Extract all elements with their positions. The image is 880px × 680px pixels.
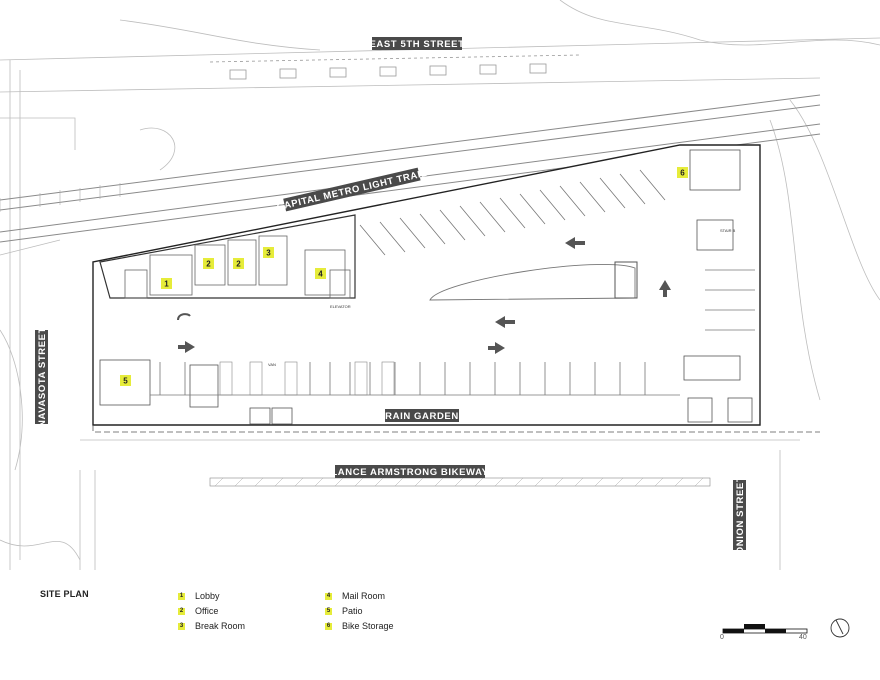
building-footprint: [99, 214, 356, 299]
svg-text:1: 1: [164, 280, 169, 289]
legend-label: Patio: [342, 606, 363, 616]
island-structure: [614, 261, 638, 299]
street-east-5th: EAST 5TH STREET: [369, 37, 464, 50]
legend-item: 3 Break Room: [178, 619, 245, 633]
legend-column-1: 1 Lobby 2 Office 3 Break Room: [178, 589, 245, 634]
legend-label: Lobby: [195, 591, 220, 601]
rail-ties: [0, 183, 121, 212]
legend-item: 2 Office: [178, 604, 245, 618]
svg-text:NAVASOTA STREET: NAVASOTA STREET: [37, 327, 48, 427]
legend-label: Office: [195, 606, 219, 616]
legend-item: 5 Patio: [325, 604, 394, 618]
legend-label: Break Room: [195, 621, 246, 631]
scale-end-label: 40: [799, 634, 807, 641]
svg-text:4: 4: [318, 270, 323, 279]
stair-label: STAIR B: [720, 228, 736, 233]
svg-text:ONION STREET: ONION STREET: [735, 476, 746, 554]
site-boundary: [92, 144, 761, 426]
room-marker-patio: 5: [120, 375, 131, 386]
parking-stalls: [150, 169, 755, 396]
room-marker-lobby: 1: [161, 278, 172, 289]
room-marker-office-b: 2: [233, 258, 244, 269]
bikeway-hatch: [214, 477, 704, 487]
legend-swatch: 2: [178, 607, 185, 615]
svg-text:2: 2: [206, 260, 211, 269]
legend-swatch: 6: [325, 622, 332, 630]
street-onion: ONION STREET: [733, 476, 746, 554]
parking-island: [429, 263, 636, 301]
svg-text:LANCE ARMSTRONG BIKEWAY: LANCE ARMSTRONG BIKEWAY: [331, 467, 488, 478]
street-navasota: NAVASOTA STREET: [35, 327, 48, 427]
context-linework: [0, 0, 880, 570]
north-arrow-icon: [830, 618, 850, 638]
property-line: [92, 425, 820, 433]
legend-column-2: 4 Mail Room 5 Patio 6 Bike Storage: [325, 589, 394, 634]
bikeway-edge: [209, 477, 711, 487]
legend-label: Mail Room: [342, 591, 386, 601]
svg-text:3: 3: [266, 249, 271, 258]
svg-text:RAIN GARDEN: RAIN GARDEN: [385, 411, 459, 422]
svg-text:2: 2: [236, 260, 241, 269]
street-lance-armstrong: LANCE ARMSTRONG BIKEWAY: [331, 465, 488, 478]
room-marker-mail-room: 4: [315, 268, 326, 279]
accessible-stalls: [219, 361, 395, 396]
scale-start-label: 0: [720, 634, 724, 641]
room-marker-office-a: 2: [203, 258, 214, 269]
legend-item: 6 Bike Storage: [325, 619, 394, 633]
svg-text:5: 5: [123, 377, 128, 386]
room-marker-break-room: 3: [263, 247, 274, 258]
room-marker-bike-storage: 6: [677, 167, 688, 178]
svg-text:EAST 5TH STREET: EAST 5TH STREET: [369, 39, 464, 50]
elevator-label: ELEVATOR: [330, 304, 351, 309]
scale-bar: [722, 624, 808, 634]
legend-swatch: 3: [178, 622, 185, 630]
van-label: VAN: [268, 362, 276, 367]
lower-building: [99, 149, 753, 425]
legend-title: SITE PLAN: [40, 589, 89, 599]
legend-item: 1 Lobby: [178, 589, 245, 603]
building-rooms: [124, 235, 351, 299]
svg-text:6: 6: [680, 169, 685, 178]
legend-swatch: 5: [325, 607, 332, 615]
legend-item: 4 Mail Room: [325, 589, 394, 603]
legend-swatch: 4: [325, 592, 332, 600]
legend-label: Bike Storage: [342, 621, 394, 631]
legend-swatch: 1: [178, 592, 185, 600]
label-rain-garden: RAIN GARDEN: [385, 409, 459, 422]
street-parking: [209, 54, 581, 80]
traffic-arrows: [177, 237, 671, 354]
